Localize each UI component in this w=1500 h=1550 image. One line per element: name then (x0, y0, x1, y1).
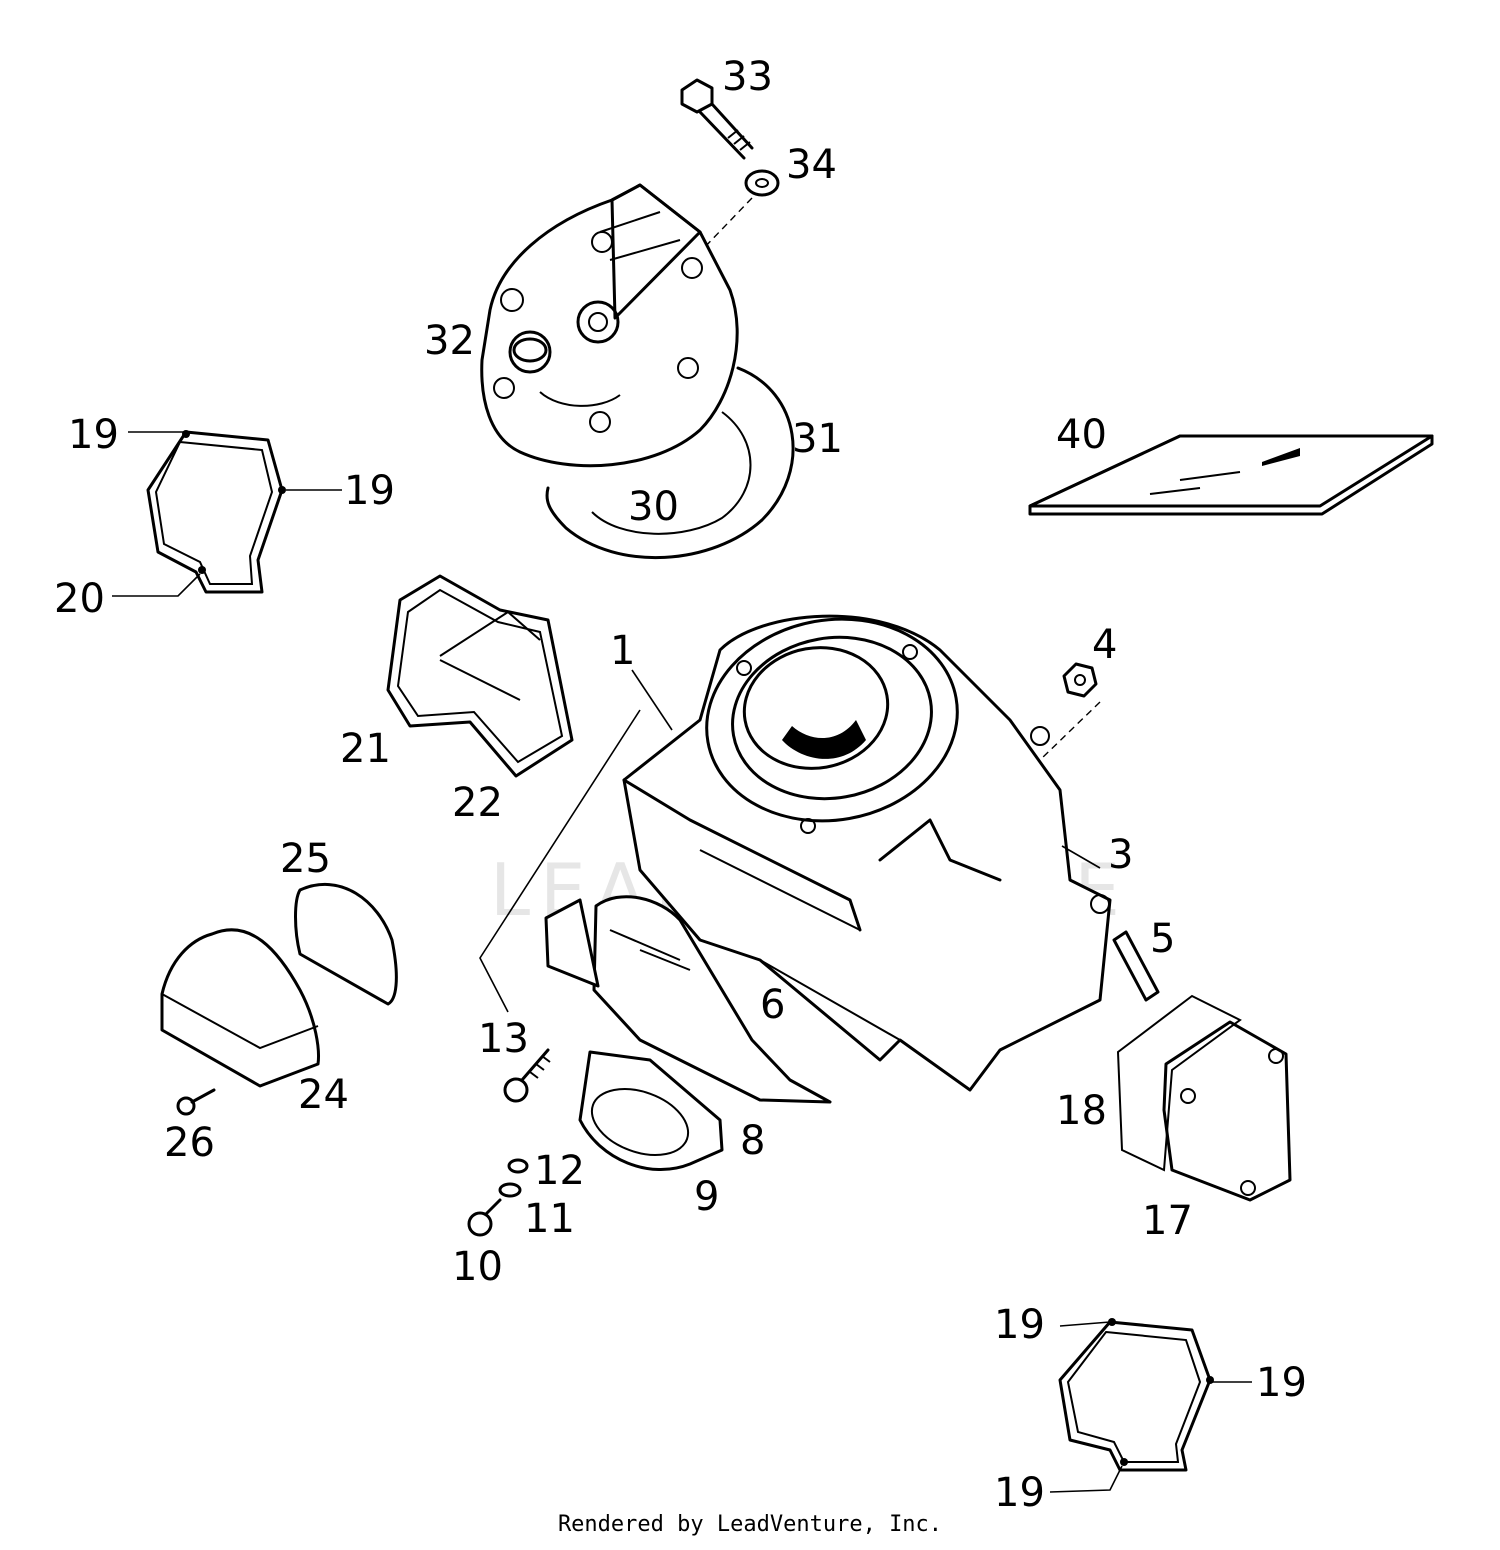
footer-credit: Rendered by LeadVenture, Inc. (557, 1512, 943, 1537)
callout-8: 8 (740, 1118, 765, 1164)
callout-13: 13 (478, 1016, 529, 1062)
part-13-screw[interactable] (503, 1048, 551, 1103)
callout-12: 12 (534, 1148, 585, 1194)
callout-5: 5 (1150, 916, 1175, 962)
callout-25: 25 (280, 836, 331, 882)
leader-lines (112, 431, 1252, 1493)
callout-6: 6 (760, 982, 785, 1028)
part-10-screw[interactable] (467, 1198, 502, 1237)
callout-26: 26 (164, 1120, 215, 1166)
part-9-intake-manifold[interactable] (578, 1050, 724, 1171)
callout-1: 1 (610, 628, 635, 674)
part-1-cylinder[interactable] (622, 600, 1112, 1092)
part-33-bolt[interactable] (680, 78, 754, 160)
callout-31: 31 (792, 416, 843, 462)
part-24-filter-cover[interactable] (160, 928, 320, 1088)
part-31-head-gasket[interactable] (545, 366, 795, 560)
callout-32: 32 (424, 318, 475, 364)
part-12-lock-washer[interactable] (507, 1158, 529, 1174)
callout-11: 11 (524, 1196, 575, 1242)
part-19-gasket-right[interactable] (1058, 1318, 1214, 1472)
assembly-line-4 (1039, 701, 1101, 761)
part-6-reed-block[interactable] (544, 895, 832, 1104)
part-22-gasket[interactable] (439, 610, 541, 657)
part-20-gasket-left[interactable] (146, 430, 286, 594)
callout-40: 40 (1056, 412, 1107, 458)
callout-3: 3 (1108, 832, 1133, 878)
callout-18: 18 (1056, 1088, 1107, 1134)
assembly-line-33 (699, 197, 753, 253)
callout-24: 24 (298, 1072, 349, 1118)
callout-10: 10 (452, 1244, 503, 1290)
part-40-manual[interactable] (1028, 434, 1434, 516)
part-5-stud[interactable] (1112, 930, 1160, 1002)
callout-21: 21 (340, 726, 391, 772)
callout-33: 33 (722, 54, 773, 100)
callout-17: 17 (1142, 1198, 1193, 1244)
part-26-screw[interactable] (176, 1088, 216, 1116)
callout-19-bottom-top: 19 (994, 1302, 1045, 1348)
callout-19-top-left: 19 (68, 412, 119, 458)
callout-9: 9 (694, 1174, 719, 1220)
callout-22: 22 (452, 780, 503, 826)
part-4-nut[interactable] (1062, 662, 1098, 698)
part-32-cylinder-head[interactable] (480, 183, 739, 468)
callout-20: 20 (54, 576, 105, 622)
part-34-washer[interactable] (744, 169, 780, 197)
callout-34: 34 (786, 142, 837, 188)
part-21-reed-cover[interactable] (386, 574, 574, 778)
callout-19-bottom-right: 19 (1256, 1360, 1307, 1406)
part-30-o-ring[interactable] (591, 411, 752, 535)
callout-19-left-right: 19 (344, 468, 395, 514)
callout-4: 4 (1092, 622, 1117, 668)
callout-19-bottom-bottom: 19 (994, 1470, 1045, 1516)
callouts: 33 34 32 31 30 40 19 19 20 1 4 21 22 3 2… (54, 54, 1307, 1516)
callout-30: 30 (628, 484, 679, 530)
part-17-cover[interactable] (1162, 1020, 1292, 1202)
part-11-washer[interactable] (498, 1182, 522, 1198)
part-25-filter-plate[interactable] (294, 883, 398, 1006)
part-18-gasket[interactable] (1116, 994, 1242, 1172)
